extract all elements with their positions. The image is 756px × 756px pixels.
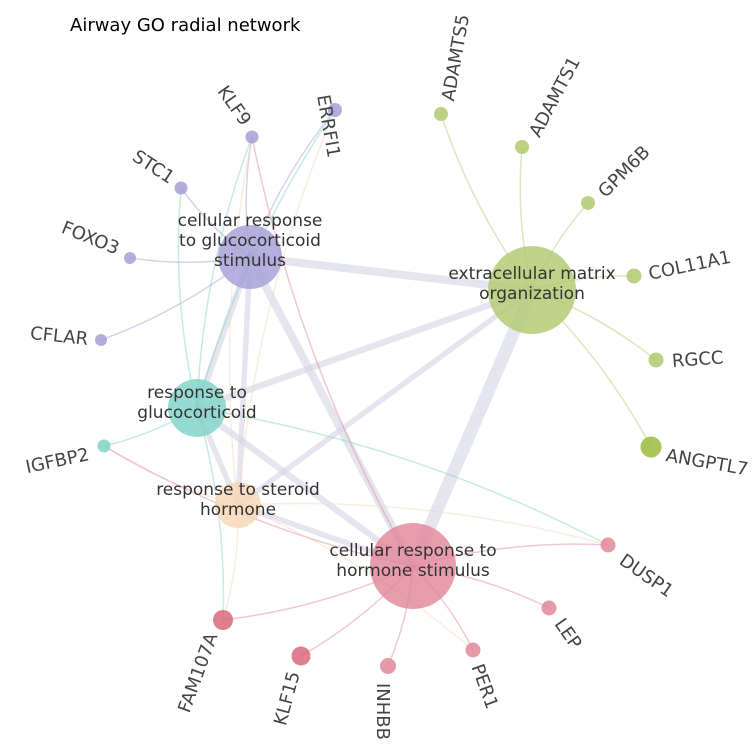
gene-node-dusp1[interactable]: [600, 537, 616, 553]
category-label-steroid-line-1: hormone: [200, 500, 276, 520]
gene-node-col11a1[interactable]: [626, 268, 642, 284]
gene-node-stc1[interactable]: [174, 181, 188, 195]
gene-node-igfbp2[interactable]: [97, 439, 111, 453]
category-edge-steroid-ecm: [235, 287, 535, 508]
gene-node-cflar[interactable]: [95, 334, 107, 346]
category-label-glucocorticoid-stim-line-1: to glucocorticoid: [179, 231, 321, 251]
gene-nodes: [95, 103, 664, 674]
gene-label-inhbb: INHBB: [372, 683, 393, 740]
gene-edge-klf9-hormone-stim: [251, 136, 414, 567]
gene-node-lep[interactable]: [541, 600, 557, 616]
category-label-ecm-line-0: extracellular matrix: [448, 264, 615, 284]
chart-title: Airway GO radial network: [70, 15, 301, 36]
gene-node-klf15[interactable]: [291, 646, 311, 666]
gene-node-fam107a[interactable]: [213, 610, 233, 630]
category-edge-glucocorticoid-stim-hormone-stim: [246, 253, 417, 570]
category-node-ecm[interactable]: [488, 246, 576, 334]
category-edge-glucocorticoid-stim-steroid: [235, 254, 253, 508]
gene-edge-dusp1-steroid: [237, 502, 609, 546]
gene-label-dusp1: DUSP1: [615, 550, 677, 602]
category-node-glucocorticoid-stim[interactable]: [218, 225, 282, 289]
gene-label-per1: PER1: [467, 661, 503, 712]
gene-node-angptl7[interactable]: [640, 436, 662, 458]
category-edge-resp-glucocorticoid-ecm: [193, 286, 536, 412]
gene-edge-klf9-resp-glucocorticoid: [196, 136, 253, 409]
gene-label-adamts5: ADAMTS5: [438, 13, 474, 103]
gene-node-per1[interactable]: [465, 642, 481, 658]
category-edge-hormone-stim-ecm: [406, 283, 539, 573]
gene-label-cflar: CFLAR: [29, 323, 89, 350]
gene-node-rgcc[interactable]: [648, 352, 664, 368]
category-edges: [193, 253, 539, 573]
gene-edge-dusp1-resp-glucocorticoid: [196, 407, 609, 546]
category-label-hormone-stim-line-0: cellular response to: [329, 541, 496, 561]
gene-edge-errfi1-steroid: [237, 109, 336, 506]
gene-label-errfi1: ERRFI1: [312, 93, 344, 159]
gene-label-fam107a: FAM107A: [174, 630, 222, 716]
gene-node-gpm6b[interactable]: [581, 196, 595, 210]
gene-edge-klf9-steroid: [228, 136, 253, 506]
gene-edge-per1-steroid: [237, 504, 474, 651]
gene-label-stc1: STC1: [128, 146, 178, 188]
category-nodes: [168, 225, 576, 609]
gene-label-lep: LEP: [550, 615, 586, 654]
category-node-resp-glucocorticoid[interactable]: [168, 379, 226, 437]
category-label-glucocorticoid-stim-line-0: cellular response: [178, 211, 323, 231]
gene-label-klf9: KLF9: [213, 82, 255, 130]
category-label-resp-glucocorticoid-line-1: glucocorticoid: [137, 403, 256, 423]
gene-node-errfi1[interactable]: [328, 103, 342, 117]
gene-label-gpm6b: GPM6B: [594, 142, 654, 202]
category-edge-resp-glucocorticoid-hormone-stim: [193, 404, 417, 570]
category-label-resp-glucocorticoid-line-0: response to: [147, 383, 247, 403]
gene-node-adamts5[interactable]: [434, 107, 448, 121]
gene-node-adamts1[interactable]: [515, 140, 529, 154]
gene-label-rgcc: RGCC: [671, 347, 724, 372]
gene-label-klf15: KLF15: [270, 669, 305, 728]
gene-node-klf9[interactable]: [245, 130, 259, 144]
gene-node-foxo3[interactable]: [124, 252, 136, 264]
category-label-glucocorticoid-stim-line-2: stimulus: [214, 251, 286, 271]
category-node-hormone-stim[interactable]: [370, 523, 456, 609]
gene-label-adamts1: ADAMTS1: [525, 54, 585, 141]
gene-label-igfbp2: IGFBP2: [24, 444, 91, 478]
category-node-steroid[interactable]: [215, 482, 261, 528]
gene-label-foxo3: FOXO3: [58, 217, 122, 259]
category-label-ecm-line-1: organization: [479, 284, 585, 304]
category-edge-glucocorticoid-stim-ecm: [246, 253, 536, 294]
category-label-steroid-line-0: response to steroid: [156, 480, 320, 500]
category-label-hormone-stim-line-1: hormone stimulus: [336, 561, 490, 581]
gene-label-col11a1: COL11A1: [647, 247, 733, 285]
gene-label-angptl7: ANGPTL7: [664, 445, 749, 480]
gene-node-inhbb[interactable]: [380, 658, 396, 674]
